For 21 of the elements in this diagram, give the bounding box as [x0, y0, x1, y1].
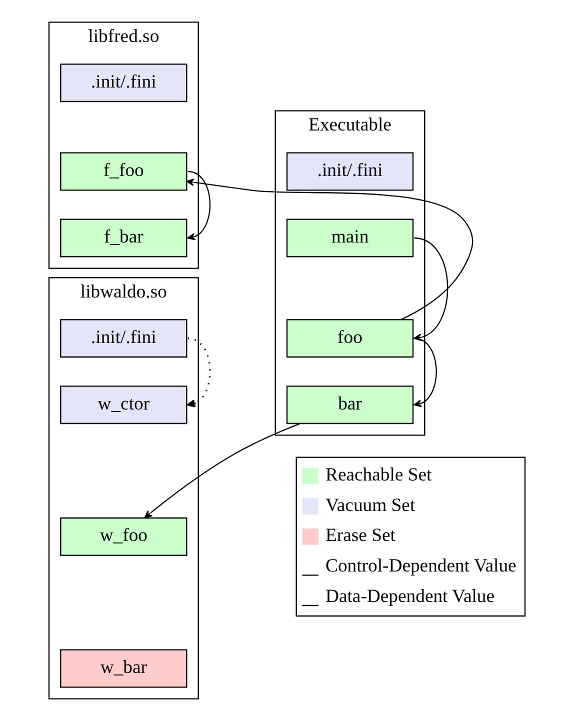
- node-box: .init/.fini: [60, 319, 187, 358]
- arrow: [413, 338, 436, 408]
- arrow: [144, 423, 300, 518]
- node-box: .init/.fini: [286, 152, 414, 191]
- legend-label: Control-Dependent Value: [325, 555, 516, 576]
- node-box: foo: [286, 319, 414, 358]
- arrow: [186, 170, 210, 240]
- legend-label: Vacuum Set: [325, 494, 415, 516]
- node-box: f_foo: [60, 152, 187, 191]
- node-box: w_foo: [60, 517, 187, 556]
- node-box: bar: [286, 386, 414, 424]
- node-box: f_bar: [60, 218, 187, 258]
- legend-label: Erase Set: [325, 525, 395, 546]
- legend-label: Reachable Set: [325, 464, 432, 486]
- node-box: w_ctor: [60, 386, 187, 424]
- arrow: [186, 337, 210, 408]
- node-box: main: [286, 218, 414, 258]
- node-box: w_bar: [60, 649, 187, 688]
- node-box: .init/.fini: [60, 64, 187, 102]
- arrow: [186, 178, 473, 320]
- legend-label: Data-Dependent Value: [325, 586, 494, 607]
